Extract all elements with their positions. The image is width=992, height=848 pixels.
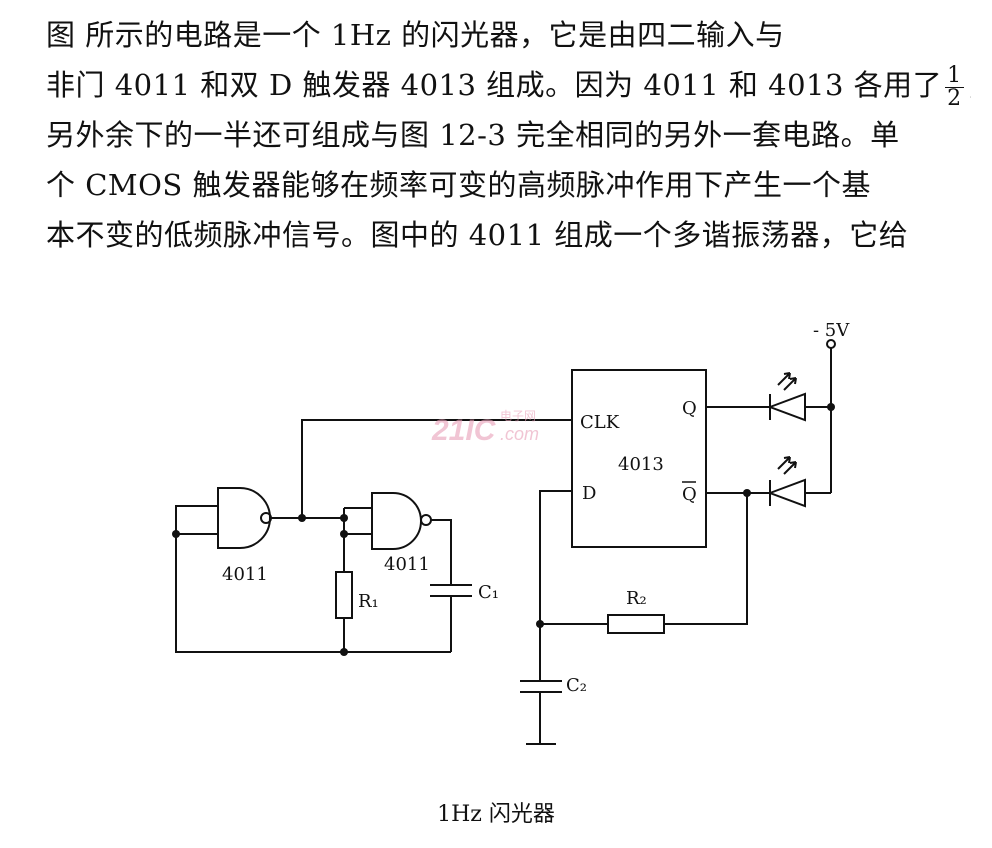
fraction-numerator: 1: [945, 62, 964, 88]
d-pin-label: D: [582, 483, 596, 504]
clk-pin-label: CLK: [580, 412, 620, 433]
nand1-label: 4011: [222, 564, 268, 585]
feedback-wire: [175, 534, 451, 653]
r2-label: R₂: [626, 588, 647, 609]
junctions-right: [536, 403, 835, 628]
paragraph-line-5: 本不变的低频脉冲信号。图中的 4011 组成一个多谐振荡器，它给: [46, 218, 909, 252]
paragraph-line-3: 另外余下的一半还可组成与图 12-3 完全相同的另外一套电路。单: [46, 118, 900, 152]
d-input-wire: [539, 490, 572, 624]
c2-label: C₂: [566, 675, 587, 696]
qbar-pin-label: Q: [682, 484, 697, 505]
nand-gate-1: [217, 487, 272, 549]
paragraph-line-2: 非门 4011 和双 D 触发器 4013 组成。因为 4011 和 4013 …: [46, 60, 971, 110]
r2-wire: [540, 493, 748, 625]
supply-label: - 5V: [813, 320, 850, 341]
r1-label: R₁: [358, 591, 379, 612]
ic-4013-label: 4013: [618, 454, 664, 475]
ic-4013: [571, 369, 707, 548]
watermark-main: 21IC: [431, 414, 497, 447]
c1-wire: [430, 519, 472, 652]
watermark-com: .com: [500, 424, 539, 444]
resistor-r1: [335, 571, 353, 619]
watermark-sub: 电子网: [500, 409, 536, 423]
paragraph-line-2-end: ，: [967, 68, 971, 102]
nand2-input-bus: [343, 507, 372, 535]
nand-gate-2: [371, 492, 432, 550]
body-paragraph: 图 所示的电路是一个 1Hz 的闪光器，它是由四二输入与 非门 4011 和双 …: [46, 10, 971, 260]
paragraph-line-2-text: 非门 4011 和双 D 触发器 4013 组成。因为 4011 和 4013 …: [46, 68, 943, 102]
resistor-r2: [607, 614, 665, 634]
c2-wire: [520, 624, 562, 745]
paragraph-line-4: 个 CMOS 触发器能够在频率可变的高频脉冲作用下产生一个基: [46, 168, 871, 202]
fraction-denominator: 2: [947, 85, 962, 110]
supply-terminal: [826, 339, 836, 349]
clock-wire: [301, 419, 572, 518]
junctions-left: [172, 514, 348, 656]
figure-caption: 1Hz 闪光器: [437, 802, 555, 827]
c1-label: C₁: [478, 582, 499, 603]
watermark-21ic: 21IC 电子网 .com: [431, 409, 539, 447]
nand1-input-tie: [175, 505, 218, 535]
paragraph-line-1: 图 所示的电路是一个 1Hz 的闪光器，它是由四二输入与: [46, 18, 785, 52]
q-pin-label: Q: [682, 398, 697, 419]
nand2-label: 4011: [384, 554, 430, 575]
led-1: [767, 372, 831, 422]
led-2: [767, 456, 831, 508]
